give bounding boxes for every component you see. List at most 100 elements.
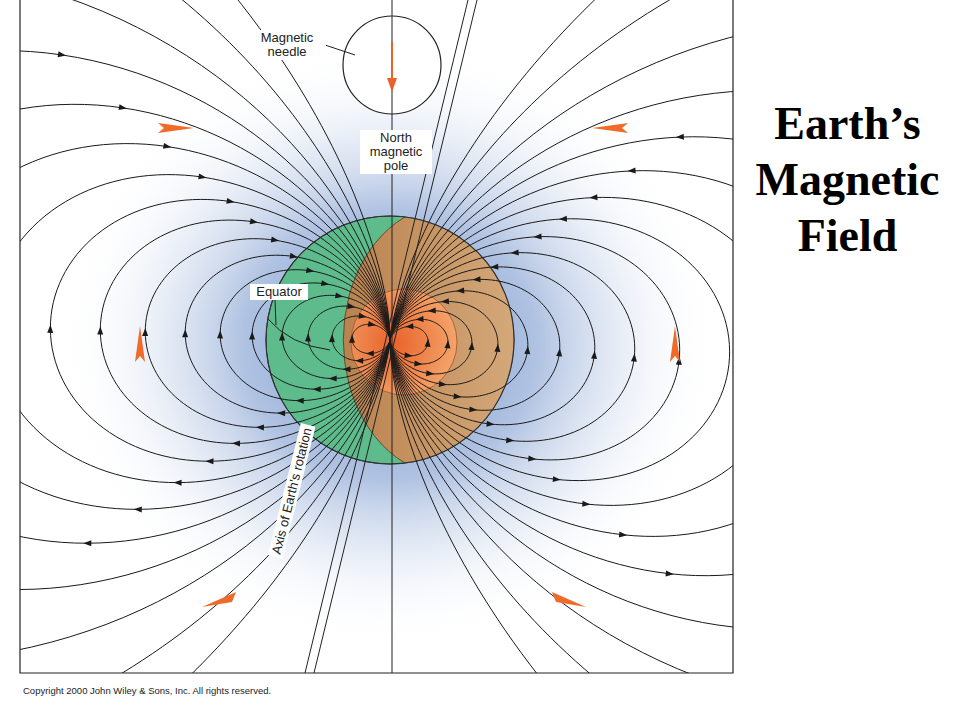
field-arrowhead [83, 540, 91, 546]
field-arrowhead [445, 340, 452, 348]
field-arrowhead [472, 276, 480, 282]
field-arrowhead [619, 532, 628, 539]
field-arrowhead [524, 346, 531, 354]
field-arrowhead [217, 330, 223, 338]
field-arrowhead [58, 51, 67, 58]
field-arrowhead [271, 237, 280, 244]
field-arrowhead [405, 323, 413, 329]
field-arrowhead [97, 326, 103, 334]
field-line [20, 51, 390, 590]
field-line [390, 197, 733, 505]
field-arrowhead [439, 381, 448, 388]
field-arrowhead [510, 250, 518, 256]
field-arrowhead [533, 233, 541, 239]
field-arrowhead [296, 398, 304, 404]
field-arrowhead [250, 218, 259, 225]
field-arrowhead [553, 476, 562, 483]
field-arrowhead [329, 375, 337, 381]
field-arrowhead [426, 370, 435, 377]
field-arrowhead [342, 366, 350, 372]
field-line [20, 104, 390, 543]
field-arrowhead [47, 325, 53, 333]
field-arrowhead [425, 338, 432, 346]
field-line [390, 0, 733, 673]
field-arrowhead [456, 288, 464, 294]
field-arrowhead [469, 406, 478, 413]
field-line [390, 219, 730, 481]
field-arrowhead [290, 253, 299, 260]
field-arrowhead [556, 348, 563, 356]
rotation-axis-line [314, 0, 477, 673]
field-arrowhead [428, 308, 436, 314]
field-line [20, 0, 390, 673]
field-arrowhead [249, 331, 255, 339]
field-arrowhead [349, 335, 355, 343]
field-line [390, 19, 733, 673]
field-line [390, 0, 733, 673]
field-arrowhead [232, 440, 240, 446]
pole-label: North magnetic pole [360, 130, 432, 174]
field-arrowhead [279, 332, 285, 340]
field-arrowhead [313, 386, 321, 392]
magnetic-axis [392, 0, 393, 673]
field-line [390, 137, 733, 576]
field-arrowhead [441, 298, 449, 304]
field-arrowhead [205, 458, 213, 464]
field-arrowhead [119, 104, 128, 111]
field-arrowhead [494, 344, 501, 352]
field-arrowhead [134, 506, 142, 512]
field-arrowhead [506, 437, 515, 444]
field-arrowhead [666, 570, 675, 577]
field-arrowhead [582, 501, 591, 508]
field-arrowhead [347, 303, 356, 310]
title: Earth’s Magnetic Field [740, 96, 955, 264]
needle-axis [392, 16, 393, 114]
field-lines [20, 0, 733, 673]
field-arrowhead [142, 328, 148, 336]
field-arrowhead [468, 342, 475, 350]
field-line [50, 199, 390, 461]
frame [20, 0, 733, 673]
field-arrowhead [182, 329, 188, 337]
field-arrowhead [358, 313, 367, 320]
rotation-axis-line [305, 0, 468, 673]
field-arrowhead [198, 173, 207, 180]
leader-line [275, 300, 276, 325]
field-arrowhead [163, 143, 172, 150]
field-arrowhead [631, 353, 638, 361]
panel [20, 0, 733, 673]
equator-label: Equator [250, 284, 308, 300]
field-arrowhead [453, 393, 462, 400]
field-arrowhead [306, 267, 315, 274]
field-arrowhead [676, 134, 684, 140]
field-arrowhead [355, 358, 363, 364]
field-line [390, 90, 733, 629]
field-line [20, 175, 390, 483]
field-line [20, 0, 390, 673]
field-arrowhead [591, 350, 598, 358]
field-arrowhead [415, 316, 423, 322]
field-arrowhead [256, 424, 264, 430]
field-arrowhead [366, 350, 374, 356]
needle-label: Magnetic needle [248, 30, 326, 60]
field-direction-arrows [135, 123, 680, 607]
field-arrowhead [226, 198, 235, 205]
field-line [20, 0, 390, 661]
field-arrowhead [559, 216, 567, 222]
needle-arrowhead [387, 78, 397, 92]
field-arrowhead [490, 264, 498, 270]
field-line [390, 171, 733, 537]
field-arrowhead [404, 352, 413, 359]
field-arrowhead [174, 480, 182, 486]
field-arrowhead [414, 360, 423, 367]
field-arrowhead [277, 410, 285, 416]
field-arrowhead [589, 194, 597, 200]
field-arrowhead [335, 292, 344, 299]
field-arrowhead [321, 280, 330, 287]
magnetic-needle [343, 16, 441, 114]
equator-line [267, 318, 330, 350]
field-arrowhead [368, 321, 377, 328]
field-arrowhead [627, 168, 635, 174]
copyright-note: Copyright 2000 John Wiley & Sons, Inc. A… [20, 683, 274, 699]
field-arrowhead [486, 421, 495, 428]
